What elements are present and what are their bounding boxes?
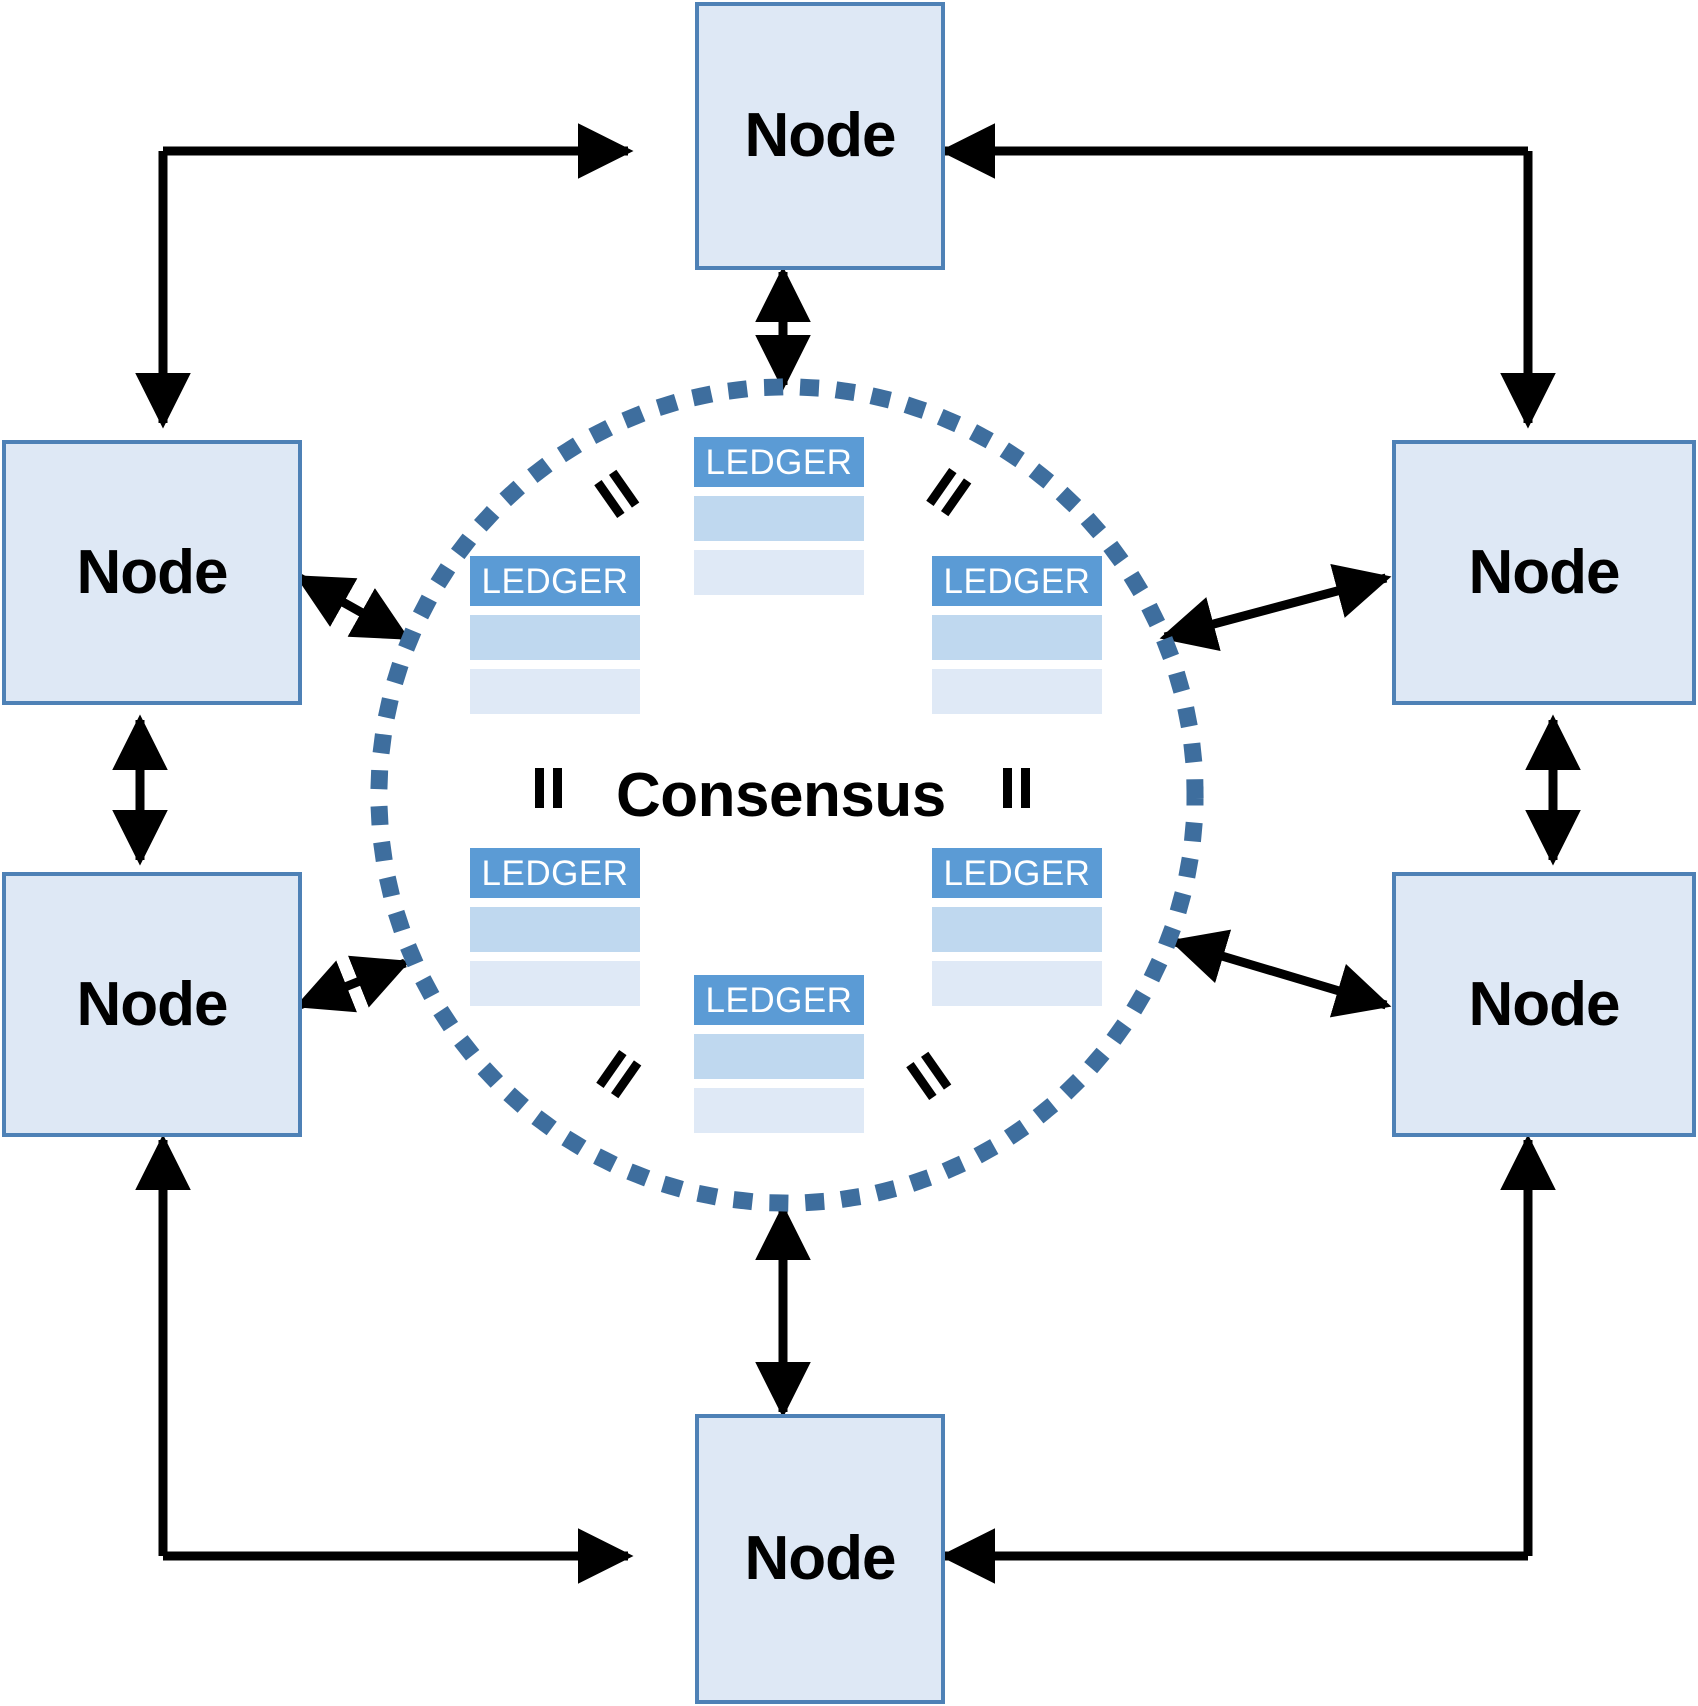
ledger-left-upper-header: LEDGER <box>470 556 640 606</box>
node-left-lower[interactable]: Node <box>2 872 302 1137</box>
node-right-upper[interactable]: Node <box>1392 440 1696 705</box>
ledger-left-upper-row-1 <box>470 615 640 660</box>
node-top-label: Node <box>744 101 897 170</box>
ledger-right-upper-row-2 <box>932 669 1102 714</box>
ledger-bottom-header: LEDGER <box>694 975 864 1025</box>
ledger-right-upper-header: LEDGER <box>932 556 1102 606</box>
ledger-top-header: LEDGER <box>694 437 864 487</box>
node-left-upper[interactable]: Node <box>2 440 302 705</box>
ledger-left-lower-row-2 <box>470 961 640 1006</box>
edge-right-upper-to-consensus <box>1159 563 1392 652</box>
ledger-right-lower-header: LEDGER <box>932 848 1102 898</box>
edge-left-lower-to-consensus <box>294 955 411 1013</box>
ledger-top-row-1 <box>694 496 864 541</box>
node-right-lower-label: Node <box>1468 969 1621 1039</box>
ledger-left-lower-row-1 <box>470 907 640 952</box>
node-right-upper-label: Node <box>1468 537 1621 607</box>
ledger-top-row-2 <box>694 550 864 595</box>
node-bottom-label: Node <box>744 1524 897 1593</box>
ledger-bottom-row-1 <box>694 1034 864 1079</box>
node-left-lower-label: Node <box>76 969 229 1039</box>
ledger-left-lower-header: LEDGER <box>470 848 640 898</box>
ledger-top: LEDGER <box>694 437 864 595</box>
eq-mid-right-icon <box>996 768 1040 808</box>
consensus-boundary-circle <box>370 378 1204 1212</box>
ledger-bottom-row-2 <box>694 1088 864 1133</box>
node-top[interactable]: Node <box>695 2 945 270</box>
ledger-right-upper-row-1 <box>932 615 1102 660</box>
edge-left-upper-to-consensus <box>295 574 410 641</box>
ledger-bottom: LEDGER <box>694 975 864 1133</box>
ledger-right-lower-row-2 <box>932 961 1102 1006</box>
node-right-lower[interactable]: Node <box>1392 872 1696 1137</box>
node-bottom[interactable]: Node <box>695 1414 945 1704</box>
ledger-right-upper: LEDGER <box>932 556 1102 714</box>
edge-right-lower-to-consensus <box>1169 929 1392 1018</box>
consensus-label: Consensus <box>616 761 946 830</box>
ledger-left-upper: LEDGER <box>470 556 640 714</box>
ledger-left-upper-row-2 <box>470 669 640 714</box>
eq-mid-left-icon <box>528 768 572 808</box>
ledger-right-lower-row-1 <box>932 907 1102 952</box>
ledger-left-lower: LEDGER <box>470 848 640 1006</box>
node-left-upper-label: Node <box>76 537 229 607</box>
ledger-right-lower: LEDGER <box>932 848 1102 1006</box>
